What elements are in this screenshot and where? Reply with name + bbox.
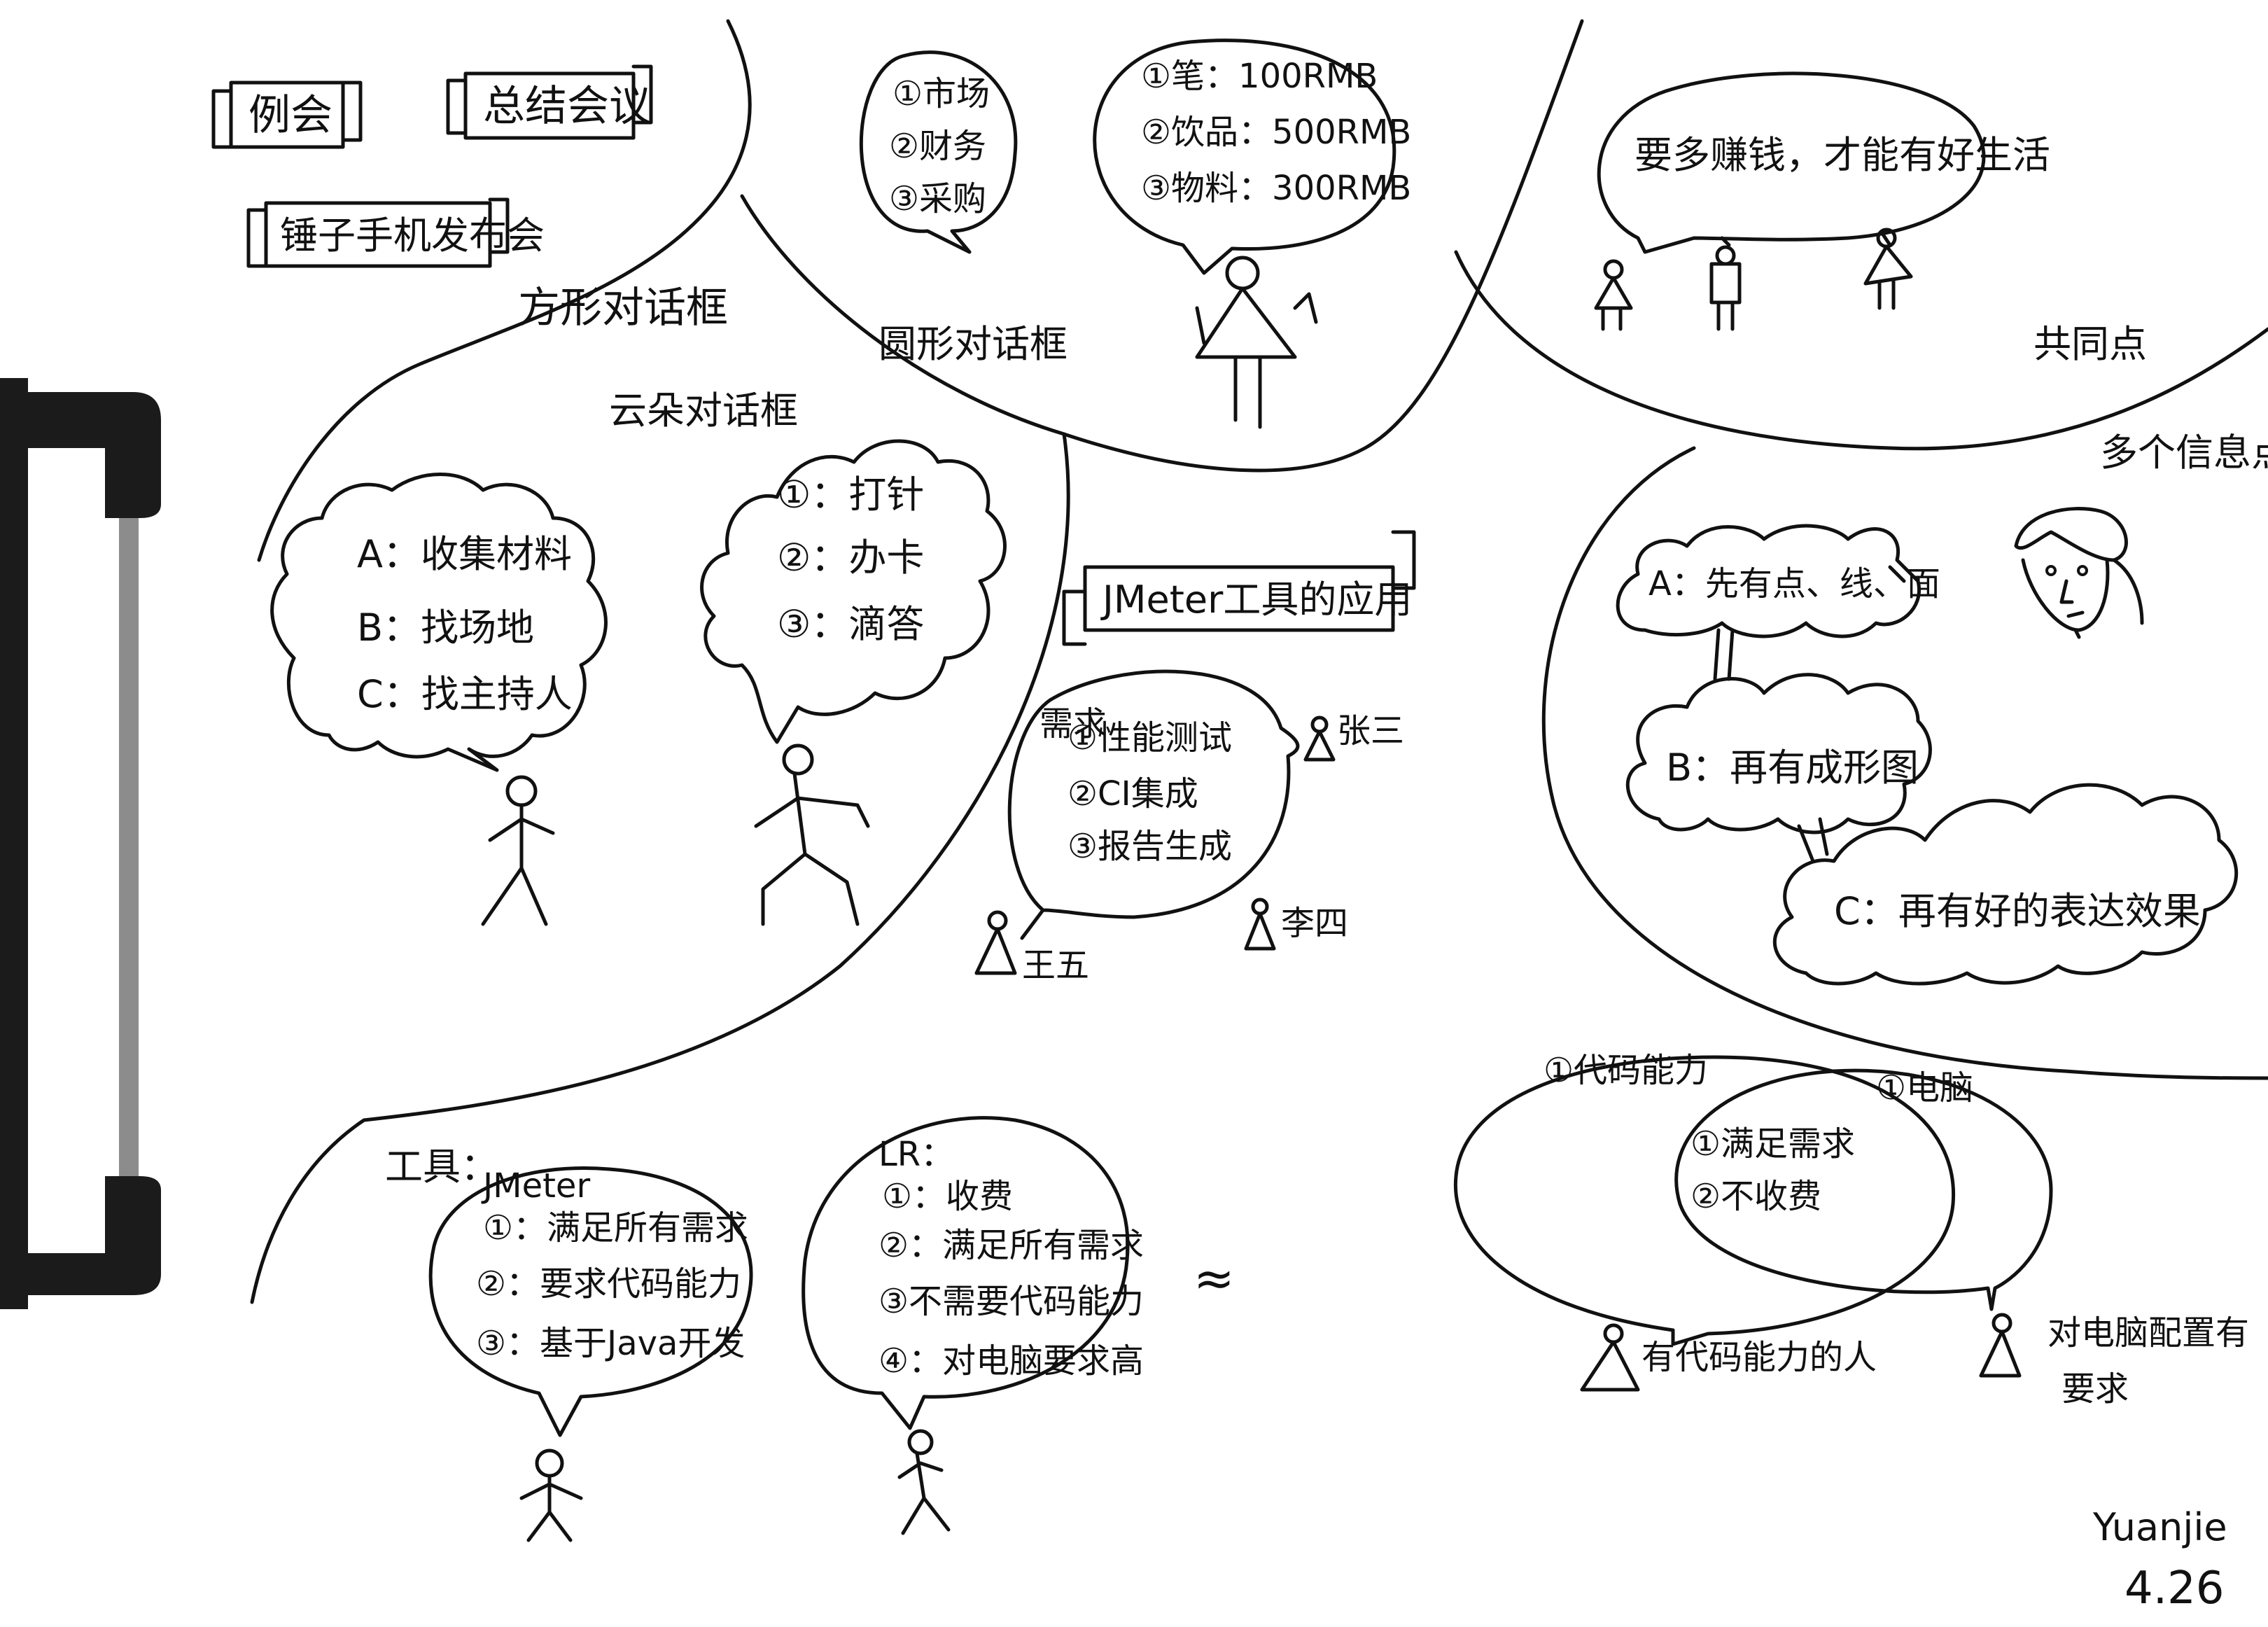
person-li: 李四 [1244, 898, 1348, 951]
jmeter-bubble-item-3: ③报告生成 [1068, 827, 1232, 866]
clip-rod [119, 448, 139, 1267]
banner-2: 总结会议 [446, 64, 653, 140]
jmeter-banner: JMeter工具的应用 [1062, 530, 1416, 646]
round-b-item-3: ③物料：300RMB [1141, 169, 1411, 208]
common-section-label: 共同点 [2033, 322, 2147, 366]
jmeter-bubble-item-1: ①性能测试 [1068, 718, 1232, 757]
divider-square-cloud [257, 19, 752, 562]
venn-person-left-label: 有代码能力的人 [1642, 1338, 1877, 1377]
tools-a-item-3: ③：基于Java开发 [476, 1324, 745, 1363]
banner-1: 例会 [211, 81, 363, 149]
tree-trunk-1 [1713, 628, 1735, 681]
round-section-label: 圆形对话框 [878, 322, 1068, 366]
divider-multi [1541, 446, 2268, 1080]
jmeter-banner-text: JMeter工具的应用 [1100, 578, 1412, 622]
cloud-b-item-2: ②：办卡 [777, 536, 924, 580]
venn-right-top: ①电脑 [1876, 1068, 1973, 1108]
tools-b-item-2: ②：满足所有需求 [878, 1226, 1144, 1265]
person-li-label: 李四 [1281, 904, 1348, 943]
tools-b-item-1: ①：收费 [882, 1177, 1013, 1216]
common-persons [1594, 228, 1913, 331]
round-bubble-a: ①市场 ②财务 ③采购 [859, 50, 1018, 254]
round-a-item-1: ①市场 [892, 74, 990, 113]
tools-section-label: 工具： [385, 1145, 498, 1189]
banner-3: 锤子手机发布会 [246, 197, 545, 268]
woman-face [2014, 507, 2144, 639]
venn-person-right-label-2: 要求 [2062, 1369, 2129, 1409]
venn-person-left: 有代码能力的人 [1580, 1323, 1877, 1392]
stick-figure-jmeter [519, 1448, 583, 1542]
jmeter-bubble-title: 需求 [1040, 704, 1107, 743]
venn-overlap-2: ②不收费 [1690, 1177, 1821, 1216]
clip-bottom-hinge [21, 1176, 161, 1295]
cloud-b-item-3: ③：滴答 [777, 602, 924, 646]
jmeter-bubble-item-2: ②CI集成 [1068, 774, 1198, 814]
venn-left-top: ①代码能力 [1544, 1051, 1708, 1090]
round-b-item-2: ②饮品：500RMB [1141, 113, 1411, 152]
tree-trunk-2 [1797, 817, 1829, 863]
cloud-bubble-a: A：收集材料 B：找场地 C：找主持人 [270, 473, 608, 772]
person-wang-label: 王五 [1022, 946, 1089, 985]
multi-cloud-b: B：再有成形图 [1625, 673, 1932, 835]
tools-a-item-1: ①：满足所有需求 [483, 1208, 748, 1248]
tools-b-item-4: ④：对电脑要求高 [878, 1341, 1144, 1381]
clipboard-clip [0, 378, 161, 1309]
divider-round [740, 19, 1584, 473]
banner-2-text: 总结会议 [483, 82, 651, 131]
person-wang: 王五 [974, 910, 1089, 985]
cloud-a-item-2: B：找场地 [357, 606, 534, 650]
square-section-label: 方形对话框 [518, 284, 728, 333]
venn-person-right: 对电脑配置有 要求 [1979, 1313, 2249, 1409]
cloud-b-item-1: ①：打针 [777, 473, 924, 517]
jmeter-bubble: 需求 ①性能测试 ②CI集成 ③报告生成 [1007, 669, 1300, 940]
multi-cloud-a-text: A：先有点、线、面 [1648, 564, 1940, 603]
cloud-a-item-1: A：收集材料 [357, 532, 572, 576]
signature-name: Yuanjie [2092, 1505, 2227, 1549]
stick-figure-b [754, 743, 870, 926]
stick-figure-a [481, 775, 555, 926]
tools-b-item-3: ③不需要代码能力 [878, 1282, 1144, 1321]
person-triangle-presenter [1195, 256, 1318, 429]
signature-date: 4.26 [2124, 1563, 2225, 1614]
round-a-item-2: ②财务 [889, 127, 986, 166]
venn-overlap-1: ①满足需求 [1690, 1124, 1855, 1164]
tools-bubble-jmeter: JMeter ①：满足所有需求 ②：要求代码能力 ③：基于Java开发 [428, 1166, 753, 1437]
round-bubble-b: ①笔：100RMB ②饮品：500RMB ③物料：300RMB [1093, 39, 1411, 275]
tools-b-title: LR： [878, 1135, 954, 1174]
cloud-bubble-b: ①：打针 ②：办卡 ③：滴答 [700, 439, 1007, 744]
cloud-a-item-3: C：找主持人 [357, 672, 573, 716]
section-dividers [250, 19, 2268, 1304]
venn-diagram: ①代码能力 ①电脑 ①满足需求 ②不收费 [1453, 1051, 2053, 1346]
divider-cloud-jmeter [250, 432, 1070, 1304]
multi-cloud-a: A：先有点、线、面 [1616, 524, 1940, 638]
round-b-item-1: ①笔：100RMB [1141, 57, 1378, 96]
multi-cloud-c-text: C：再有好的表达效果 [1834, 889, 2201, 933]
banner-3-text: 锤子手机发布会 [280, 214, 545, 258]
tools-a-title: JMeter [481, 1166, 590, 1206]
person-zhang: 张三 [1303, 711, 1404, 762]
banner-1-text: 例会 [248, 91, 332, 140]
divider-common [1454, 250, 2268, 451]
venn-person-right-label-1: 对电脑配置有 [2047, 1313, 2249, 1353]
cloud-section-label: 云朵对话框 [609, 389, 798, 433]
common-bubble: 要多赚钱，才能有好生活 [1597, 71, 2050, 254]
tools-bubble-lr: LR： ①：收费 ②：满足所有需求 ③不需要代码能力 ④：对电脑要求高 [802, 1116, 1144, 1430]
multi-section-label: 多个信息点 [2100, 431, 2268, 475]
clip-spine [0, 378, 28, 1309]
stick-figure-lr [897, 1429, 951, 1535]
approx-symbol: ≈ [1194, 1250, 1235, 1307]
tools-a-item-2: ②：要求代码能力 [476, 1264, 741, 1304]
clip-top-hinge [21, 392, 161, 518]
common-bubble-text: 要多赚钱，才能有好生活 [1634, 133, 2050, 177]
person-zhang-label: 张三 [1337, 711, 1404, 750]
multi-cloud-c: C：再有好的表达效果 [1772, 783, 2239, 986]
round-a-item-3: ③采购 [889, 179, 986, 218]
multi-cloud-b-text: B：再有成形图 [1666, 746, 1919, 790]
